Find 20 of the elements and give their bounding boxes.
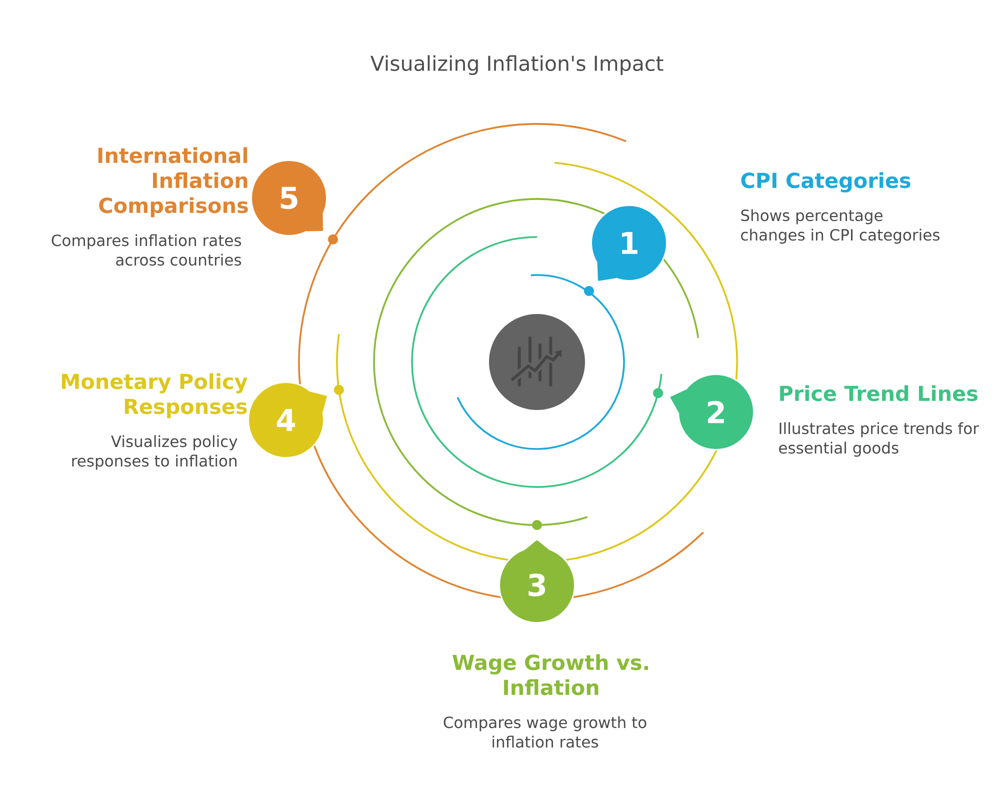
heading: Price Trend Lines xyxy=(780,385,978,402)
description: Visualizes policy responses to inflation xyxy=(72,435,238,470)
node-label: 2 xyxy=(708,400,724,424)
heading: International Inflation Comparisons xyxy=(98,147,248,218)
description: Compares wage growth to inflation rates xyxy=(444,716,646,748)
heading: CPI Categories xyxy=(741,172,910,192)
title: Visualizing Inflation's Impact xyxy=(370,55,664,76)
speech-bubble: 3 xyxy=(498,540,576,624)
speech-bubble: 2 xyxy=(670,374,755,450)
description: Shows percentage changes in CPI categories xyxy=(741,209,940,244)
node-label: 1 xyxy=(622,232,638,254)
node-label: 3 xyxy=(528,574,546,596)
speech-bubble: 1 xyxy=(590,204,668,282)
description: Illustrates price trends for essential goods xyxy=(779,422,979,457)
heading: Monetary Policy Responses xyxy=(62,373,248,418)
speech-bubble: 5 xyxy=(250,160,328,236)
description: Compares inflation rates across countries xyxy=(52,234,242,266)
node-label: 4 xyxy=(276,409,296,431)
speech-bubble: 4 xyxy=(248,382,327,458)
heading: Wage Growth vs. Inflation xyxy=(452,654,648,696)
